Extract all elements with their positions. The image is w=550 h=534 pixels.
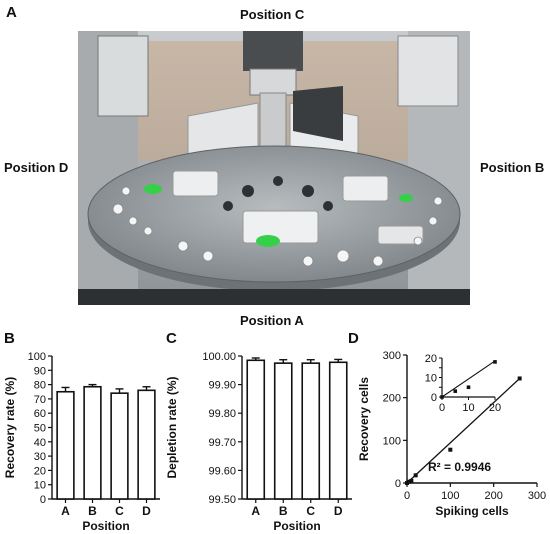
- data-point: [409, 478, 414, 483]
- panel-letter-b: B: [4, 330, 15, 347]
- y-axis-label: Recovery rate (%): [3, 377, 17, 478]
- x-tick-label: B: [88, 504, 97, 518]
- y-tick-label: 50: [34, 423, 46, 435]
- y-tick-label: 70: [34, 394, 46, 406]
- inset-x-tick-label: 20: [489, 402, 501, 414]
- inset-x-tick-label: 10: [462, 402, 474, 414]
- x-tick-label: B: [279, 504, 288, 518]
- y-tick-label: 90: [34, 365, 46, 377]
- panel-letter-a: A: [6, 4, 17, 21]
- data-point: [407, 479, 412, 484]
- inset-data-point: [453, 389, 458, 393]
- position-a-label: Position A: [240, 313, 304, 328]
- regression-line: [406, 377, 521, 484]
- y-tick-label: 99.80: [208, 408, 236, 420]
- x-axis-label: Position: [273, 519, 320, 533]
- x-tick-label: 300: [528, 490, 546, 502]
- inset-regression-line: [441, 360, 496, 398]
- bar: [110, 392, 129, 500]
- y-tick-label: 60: [34, 408, 46, 420]
- y-tick-label: 80: [34, 380, 46, 392]
- bar: [246, 359, 266, 500]
- bar: [83, 385, 102, 500]
- x-tick-label: 100: [441, 490, 459, 502]
- inset-data-point: [440, 395, 444, 399]
- y-tick-label: 0: [395, 478, 401, 490]
- inset-data-point: [493, 360, 497, 364]
- position-d-label: Position D: [4, 160, 69, 175]
- x-tick-label: D: [142, 504, 151, 518]
- inset-y-tick-label: 20: [425, 353, 437, 365]
- inset-data-point: [466, 385, 471, 390]
- instrument-illustration: [78, 31, 470, 305]
- x-tick-label: 0: [404, 490, 410, 502]
- x-tick-label: D: [334, 504, 343, 518]
- position-b-label: Position B: [480, 160, 545, 175]
- y-tick-label: 300: [383, 350, 401, 362]
- data-point: [517, 376, 522, 381]
- x-axis-label: Spiking cells: [435, 504, 509, 518]
- x-tick-label: C: [306, 504, 315, 518]
- inset-x-tick-label: 0: [439, 402, 445, 414]
- y-tick-label: 30: [34, 451, 46, 463]
- y-axis-label: Recovery cells: [357, 377, 371, 461]
- data-point: [413, 473, 418, 478]
- y-tick-label: 99.50: [208, 494, 236, 506]
- y-tick-label: 0: [40, 494, 46, 506]
- y-tick-label: 100: [383, 435, 401, 447]
- y-tick-label: 100.00: [202, 351, 236, 363]
- chart-c: 99.50 99.60 99.70 99.80 99.90 100.00A B C D Posit…: [165, 351, 352, 533]
- instrument-photo: [78, 31, 470, 305]
- bar: [56, 390, 75, 500]
- y-tick-label: 10: [34, 480, 46, 492]
- data-point: [405, 481, 409, 485]
- bar: [328, 361, 348, 500]
- x-axis-label: Position: [82, 519, 129, 533]
- data-point: [448, 447, 453, 452]
- y-tick-label: 100: [28, 351, 46, 363]
- panel-letter-c: C: [166, 330, 177, 347]
- bar: [273, 362, 293, 500]
- panel-letter-d: D: [348, 330, 359, 347]
- r-squared-annotation: R² = 0.9946: [428, 460, 491, 474]
- position-c-label: Position C: [240, 7, 305, 22]
- y-tick-label: 99.70: [208, 437, 236, 449]
- inset-y-tick-label: 10: [425, 373, 437, 385]
- y-tick-label: 40: [34, 437, 46, 449]
- y-tick-label: 99.90: [208, 380, 236, 392]
- bar: [137, 389, 156, 500]
- y-tick-label: 99.60: [208, 465, 236, 477]
- x-tick-label: A: [61, 504, 70, 518]
- inset-y-tick-label: 0: [431, 392, 437, 404]
- y-tick-label: 20: [34, 465, 46, 477]
- x-tick-label: A: [251, 504, 260, 518]
- x-tick-label: 200: [484, 490, 502, 502]
- bar: [301, 362, 321, 500]
- y-tick-label: 200: [383, 393, 401, 405]
- x-tick-label: C: [115, 504, 124, 518]
- y-axis-label: Depletion rate (%): [165, 376, 179, 478]
